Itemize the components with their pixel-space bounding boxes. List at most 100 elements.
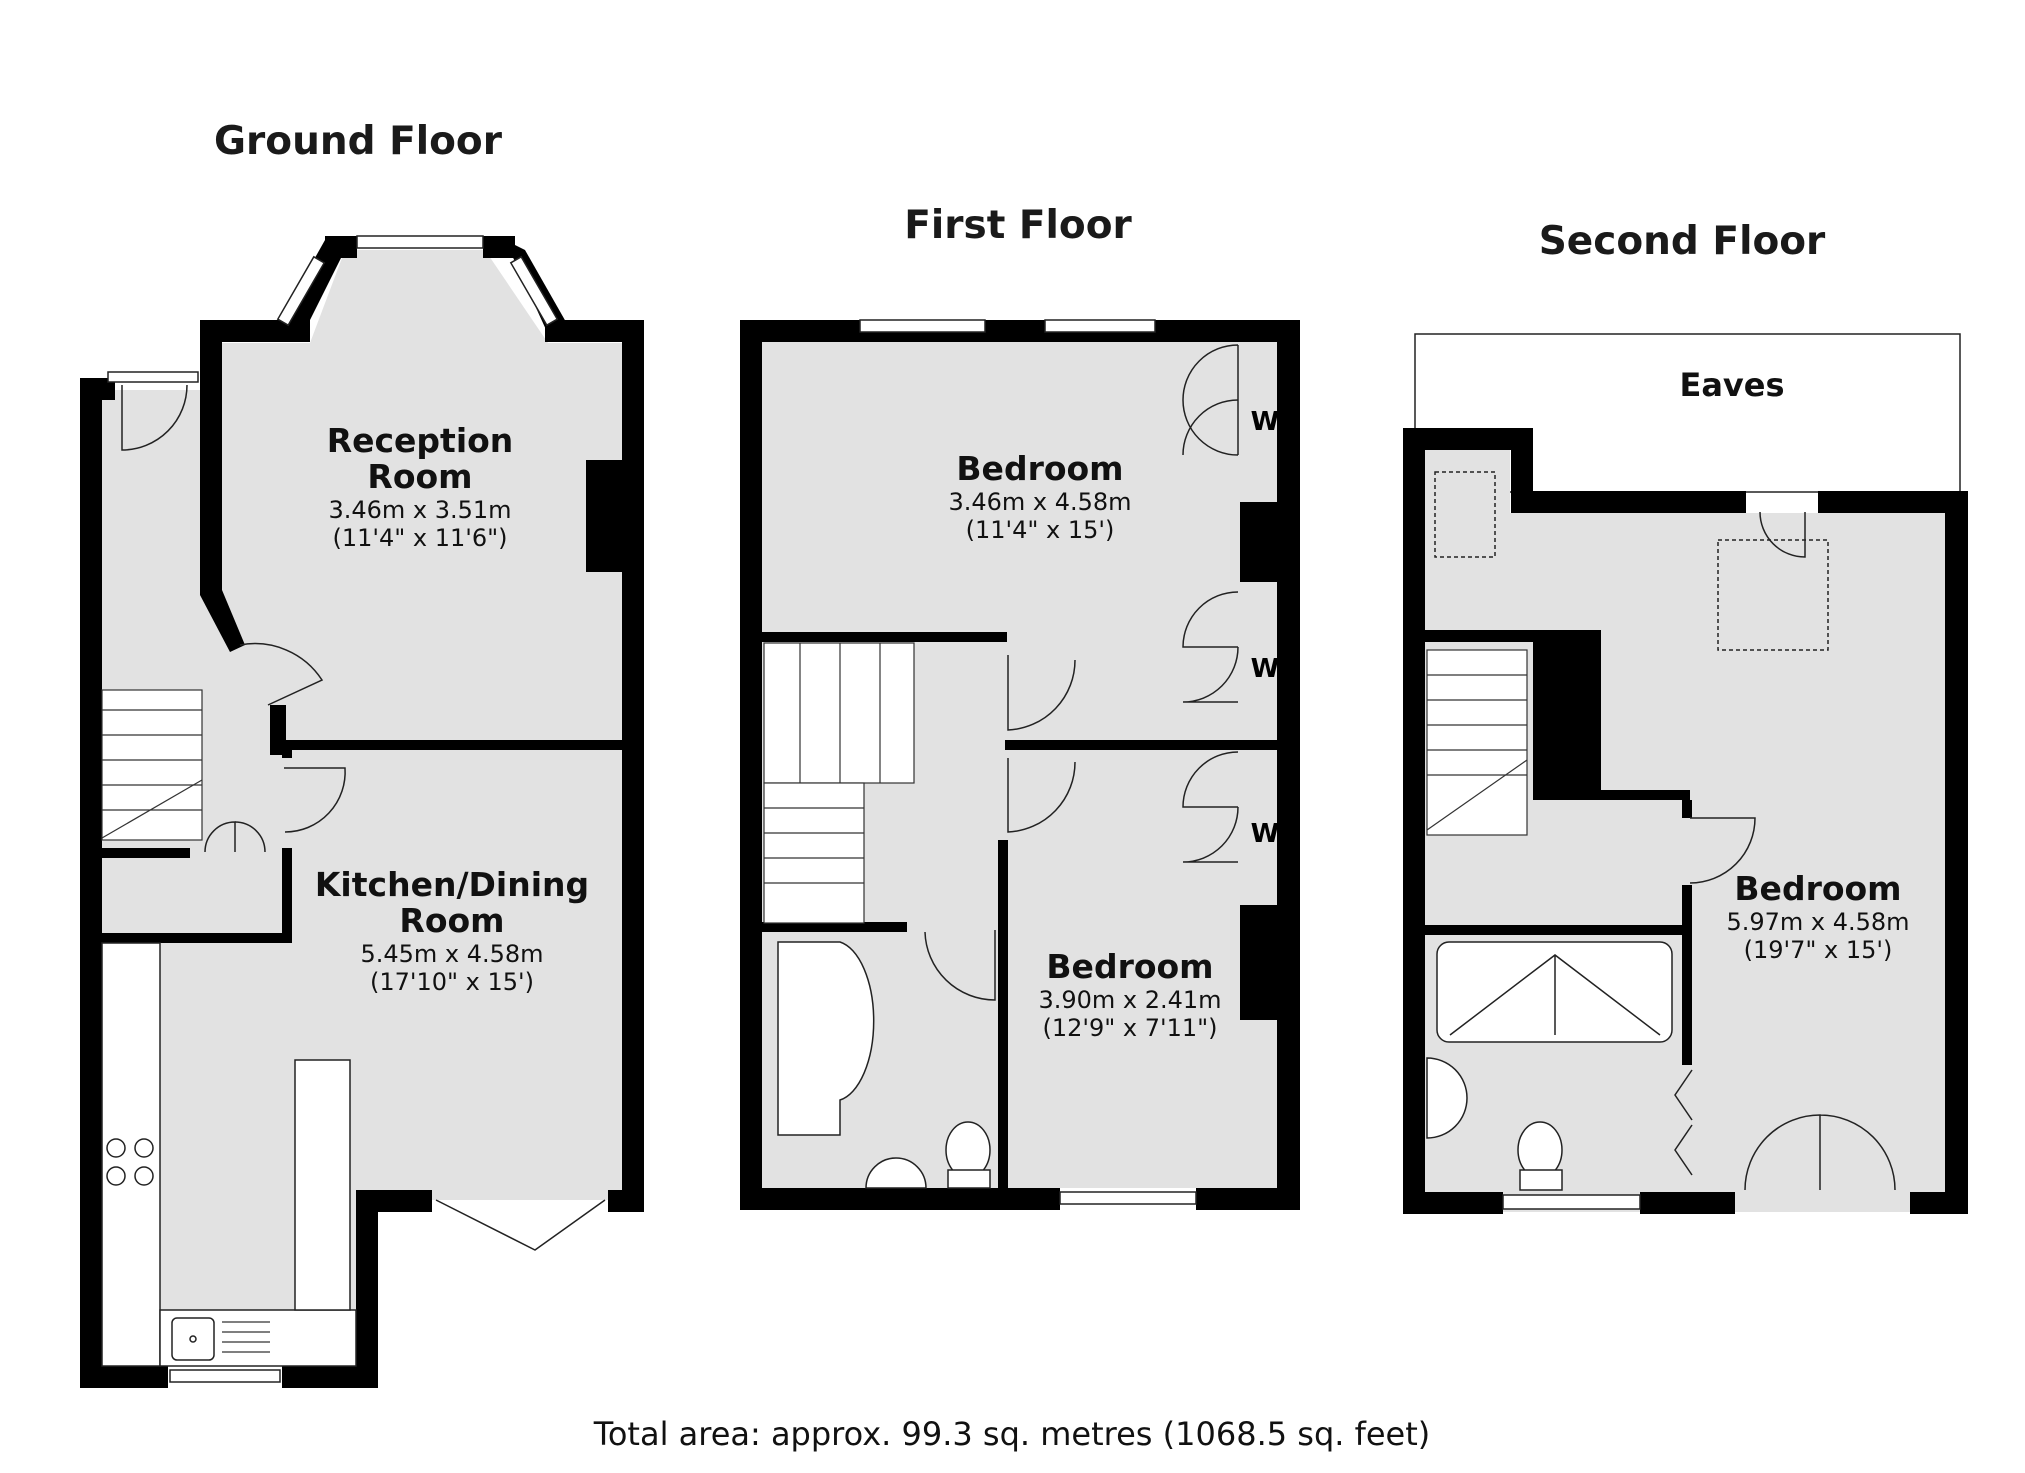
- reception-angled-wall: [200, 590, 245, 652]
- reception-room-floor: [220, 250, 622, 740]
- first-front-bedroom-name: Bedroom: [956, 449, 1123, 488]
- kitchen-imperial: (17'10" x 15'): [370, 968, 534, 996]
- second-bedroom-name: Bedroom: [1734, 869, 1901, 908]
- second-stair-lower-wall: [1590, 790, 1690, 800]
- second-stair-block: [1533, 630, 1601, 800]
- bay-front-window: [356, 235, 484, 249]
- first-rear-bedroom-door[interactable]: [1007, 758, 1076, 833]
- first-front-window-left: [859, 319, 986, 333]
- second-top-wall-right: [1818, 491, 1968, 513]
- reception-chimney: [586, 460, 622, 572]
- first-bottom-wall-left: [740, 1188, 1060, 1210]
- wardrobe-label: W: [1251, 654, 1280, 684]
- second-bedroom-metric: 5.97m x 4.58m: [1726, 908, 1909, 936]
- eaves-access-hatch[interactable]: [1434, 471, 1496, 558]
- kitchen-name-line2: Room: [399, 901, 504, 940]
- reception-room-name-line1: Reception: [327, 421, 514, 460]
- reception-kitchen-wall: [286, 740, 644, 750]
- total-area: Total area: approx. 99.3 sq. metres (106…: [593, 1415, 1431, 1453]
- reception-room-name-line2: Room: [367, 457, 472, 496]
- wardrobe-front-bottom: W: [1182, 591, 1280, 703]
- reception-room-imperial: (11'4" x 11'6"): [332, 524, 507, 552]
- wardrobe-label: W: [1251, 407, 1280, 437]
- first-floor-title: First Floor: [904, 203, 1132, 248]
- eaves-label: Eaves: [1679, 366, 1784, 404]
- second-bedroom-imperial: (19'7" x 15'): [1744, 936, 1893, 964]
- wardrobe-front-top: W: [1182, 344, 1280, 456]
- bay-right-window: [509, 255, 559, 327]
- first-right-wall: [1277, 320, 1300, 1210]
- shower-lines: [1449, 954, 1661, 1036]
- hall-kitchen-wall: [100, 933, 292, 943]
- cupboard-door-left[interactable]: [204, 821, 236, 853]
- first-chimney-front: [1240, 502, 1277, 582]
- bath-icon: [777, 941, 875, 1136]
- first-top-wall: [740, 320, 1300, 342]
- eaves-door-swing[interactable]: [1759, 511, 1806, 558]
- hall-front-door-frame: [107, 371, 199, 383]
- kitchen-floor: [160, 750, 622, 1310]
- understairs-wall-right: [282, 848, 292, 940]
- wardrobe-rear: W: [1182, 751, 1279, 863]
- second-bath-right-wall-upper: [1682, 800, 1692, 818]
- ground-right-wall: [622, 320, 644, 1212]
- kitchen-left-wall: [282, 740, 292, 758]
- ground-stairs: [101, 689, 203, 841]
- kitchen-island: [294, 1059, 351, 1311]
- cupboard-door-right[interactable]: [234, 821, 266, 853]
- first-bath-top-wall: [762, 922, 907, 932]
- ground-step-horizontal-wall-left: [356, 1190, 432, 1212]
- kitchen-metric: 5.45m x 4.58m: [360, 940, 543, 968]
- first-bathroom-door[interactable]: [924, 930, 996, 1001]
- second-basin-icon: [1426, 1057, 1468, 1139]
- understairs-wall-horizontal: [100, 848, 190, 858]
- first-rear-window: [1059, 1191, 1197, 1205]
- ground-hall-top-wall: [80, 378, 115, 400]
- second-top-wall-left: [1511, 491, 1746, 513]
- second-top-left-wall: [1403, 428, 1533, 450]
- first-floor-plan: First Floor W W W: [740, 203, 1300, 1210]
- hob-icon: [106, 1138, 154, 1186]
- reception-door-swing[interactable]: [239, 642, 324, 706]
- second-rear-window: [1502, 1194, 1641, 1210]
- second-left-wall: [1403, 428, 1425, 1214]
- second-floor-plan: Second Floor Eaves: [1403, 219, 1968, 1214]
- first-rear-bedroom-imperial: (12'9" x 7'11"): [1042, 1014, 1217, 1042]
- first-bedroom-divider: [1005, 740, 1280, 750]
- ground-floor-plan: Ground Floor: [80, 119, 644, 1388]
- first-left-wall: [740, 320, 762, 1210]
- first-front-bedroom-metric: 3.46m x 4.58m: [948, 488, 1131, 516]
- ground-step-vertical-wall: [356, 1190, 378, 1388]
- first-bath-right-wall: [998, 840, 1008, 1190]
- ground-floor-title: Ground Floor: [214, 119, 503, 164]
- kitchen-door-swing[interactable]: [284, 767, 346, 833]
- patio-doors[interactable]: [435, 1199, 606, 1251]
- reception-room-metric: 3.46m x 3.51m: [328, 496, 511, 524]
- kitchen-name-line1: Kitchen/Dining: [315, 865, 589, 904]
- second-bath-divider-wall: [1425, 925, 1685, 935]
- toilet-cistern-icon: [947, 1169, 991, 1189]
- bay-left-window: [276, 255, 326, 327]
- second-bottom-wall-left: [1403, 1192, 1503, 1214]
- second-french-doors[interactable]: [1744, 1114, 1896, 1191]
- second-floor-title: Second Floor: [1539, 219, 1826, 264]
- first-bottom-wall-right: [1196, 1188, 1300, 1210]
- first-rear-bedroom-metric: 3.90m x 2.41m: [1038, 986, 1221, 1014]
- first-chimney-rear: [1240, 905, 1277, 1020]
- first-landing-top-wall: [762, 632, 1007, 642]
- ground-left-wall: [80, 378, 102, 1388]
- roof-window-outline: [1717, 539, 1829, 651]
- ground-bottom-wall-right: [282, 1366, 378, 1388]
- second-bedroom-door[interactable]: [1689, 817, 1756, 884]
- first-front-bedroom-imperial: (11'4" x 15'): [966, 516, 1115, 544]
- second-bath-right-wall-mid: [1682, 885, 1692, 1065]
- first-stairs: [763, 642, 915, 924]
- second-bathroom-door[interactable]: [1674, 1069, 1693, 1176]
- second-toilet-cistern-icon: [1519, 1169, 1563, 1191]
- first-front-bedroom-door[interactable]: [1007, 655, 1076, 731]
- sink-icon: [171, 1317, 270, 1361]
- kitchen-rear-window: [169, 1369, 281, 1383]
- basin-icon: [865, 1157, 927, 1189]
- front-door-swing[interactable]: [121, 384, 188, 451]
- reception-right-top-wall: [545, 320, 644, 342]
